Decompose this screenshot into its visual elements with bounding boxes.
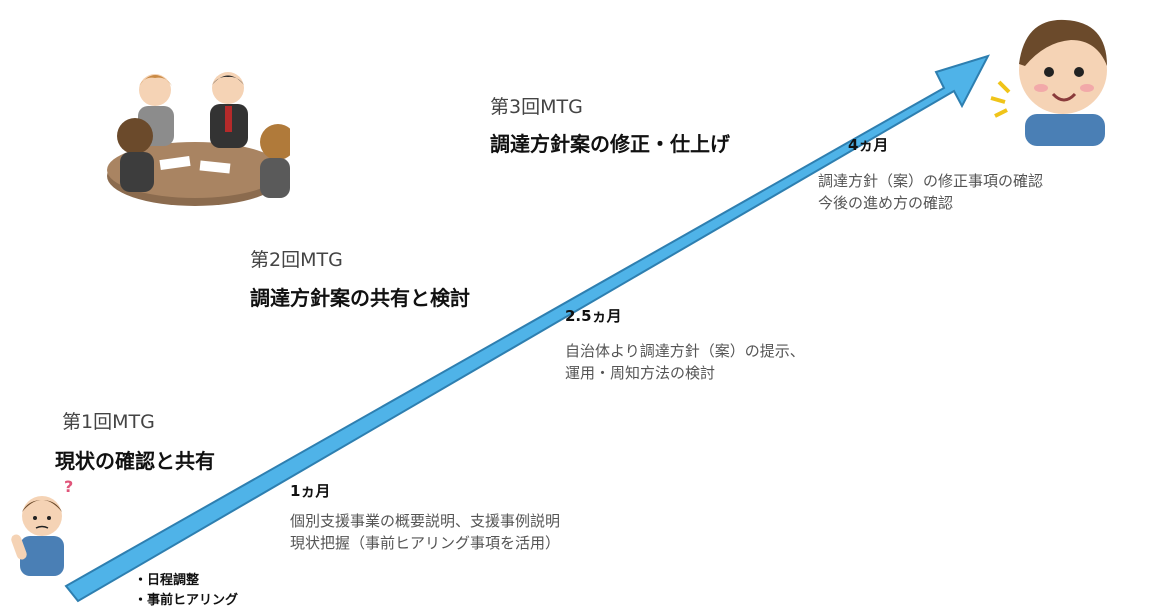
meeting-3-details: 調達方針（案）の修正事項の確認 今後の進め方の確認 <box>818 170 1043 214</box>
happy-person-icon <box>990 19 1107 146</box>
confused-person-icon: ? <box>11 478 73 576</box>
meeting-people-icon <box>107 72 290 206</box>
meeting-3-title: 調達方針案の修正・仕上げ <box>490 132 730 156</box>
meeting-1-detail-line: 現状把握（事前ヒアリング事項を活用） <box>290 534 561 552</box>
preparation-list: ・日程調整 ・事前ヒアリング <box>134 571 238 611</box>
preparation-item: ・日程調整 <box>134 573 200 588</box>
meeting-3-duration: 4ヵ月 <box>848 136 889 154</box>
meeting-2-detail-line: 運用・周知方法の検討 <box>565 364 716 382</box>
meeting-1-label: 第1回MTG <box>62 411 155 433</box>
meeting-3-detail-line: 今後の進め方の確認 <box>818 194 954 212</box>
preparation-item: ・事前ヒアリング <box>134 593 239 608</box>
meeting-1-detail-line: 個別支援事業の概要説明、支援事例説明 <box>290 512 561 530</box>
svg-text:?: ? <box>64 478 73 496</box>
meeting-3-detail-line: 調達方針（案）の修正事項の確認 <box>818 172 1044 190</box>
meeting-3-label: 第3回MTG <box>490 96 583 118</box>
meeting-1-details: 個別支援事業の概要説明、支援事例説明 現状把握（事前ヒアリング事項を活用） <box>290 510 560 554</box>
meeting-1-title: 現状の確認と共有 <box>55 449 215 473</box>
meeting-1-duration: 1ヵ月 <box>290 482 331 500</box>
meeting-2-detail-line: 自治体より調達方針（案）の提示、 <box>565 342 805 360</box>
meeting-2-details: 自治体より調達方針（案）の提示、 運用・周知方法の検討 <box>565 340 805 384</box>
meeting-2-label: 第2回MTG <box>250 249 343 271</box>
meeting-2-duration: 2.5ヵ月 <box>565 307 622 325</box>
meeting-2-title: 調達方針案の共有と検討 <box>250 286 470 310</box>
